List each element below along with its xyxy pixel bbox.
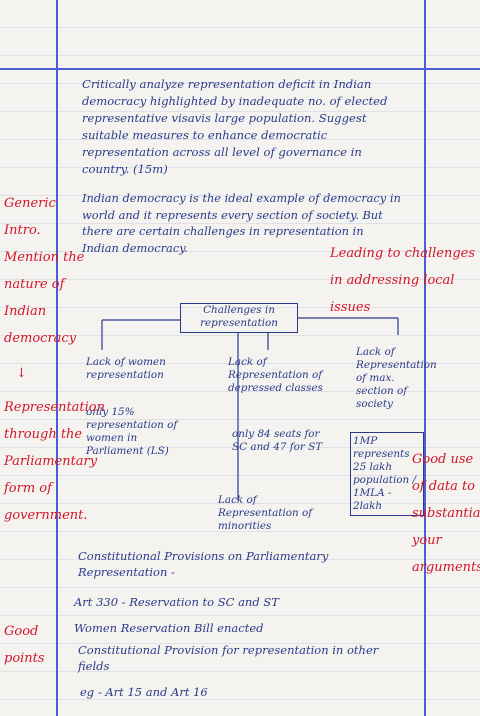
remark-right-challenges: Leading to challenges in addressing loca… <box>330 246 476 315</box>
diagram-right-box: 1MP represents 25 lakh population / 1MLA… <box>350 432 424 516</box>
question-text: Critically analyze representation defici… <box>82 77 388 176</box>
remark-right-good-data: Good use of data to substantiate your ar… <box>412 452 480 575</box>
section-example: eg - Art 15 and Art 16 <box>80 685 208 699</box>
right-margin-line <box>424 0 426 716</box>
left-margin-line <box>56 0 58 716</box>
section-heading: Constitutional Provisions on Parliamenta… <box>78 549 329 579</box>
intro-paragraph: Indian democracy is the ideal example of… <box>82 191 401 255</box>
section-heading-2: Constitutional Provision for representat… <box>78 643 379 673</box>
diagram-middle-title: Lack of Representation of depressed clas… <box>228 356 323 394</box>
diagram-middle-bottom: Lack of Representation of minorities <box>218 494 313 532</box>
remark-left-arrow: ↓ <box>16 366 27 381</box>
remark-left-intro: Generic Intro. Mention the nature of Ind… <box>4 196 85 346</box>
section-bullet-2: Women Reservation Bill enacted <box>74 621 264 635</box>
remark-left-representation: Representation through the Parliamentary… <box>4 400 106 523</box>
diagram-left-point: only 15% representation of women in Parl… <box>86 406 178 457</box>
diagram-right-title: Lack of Representation of max. section o… <box>356 346 437 410</box>
diagram-middle-point: only 84 seats for SC and 47 for ST <box>232 428 323 453</box>
diagram-left-title: Lack of women representation <box>86 356 166 381</box>
top-rule-line <box>0 68 480 70</box>
section-bullet-1: Art 330 - Reservation to SC and ST <box>74 595 279 609</box>
diagram-center-node: Challenges in representation <box>180 303 298 333</box>
remark-left-good-points: Good points <box>4 624 45 666</box>
